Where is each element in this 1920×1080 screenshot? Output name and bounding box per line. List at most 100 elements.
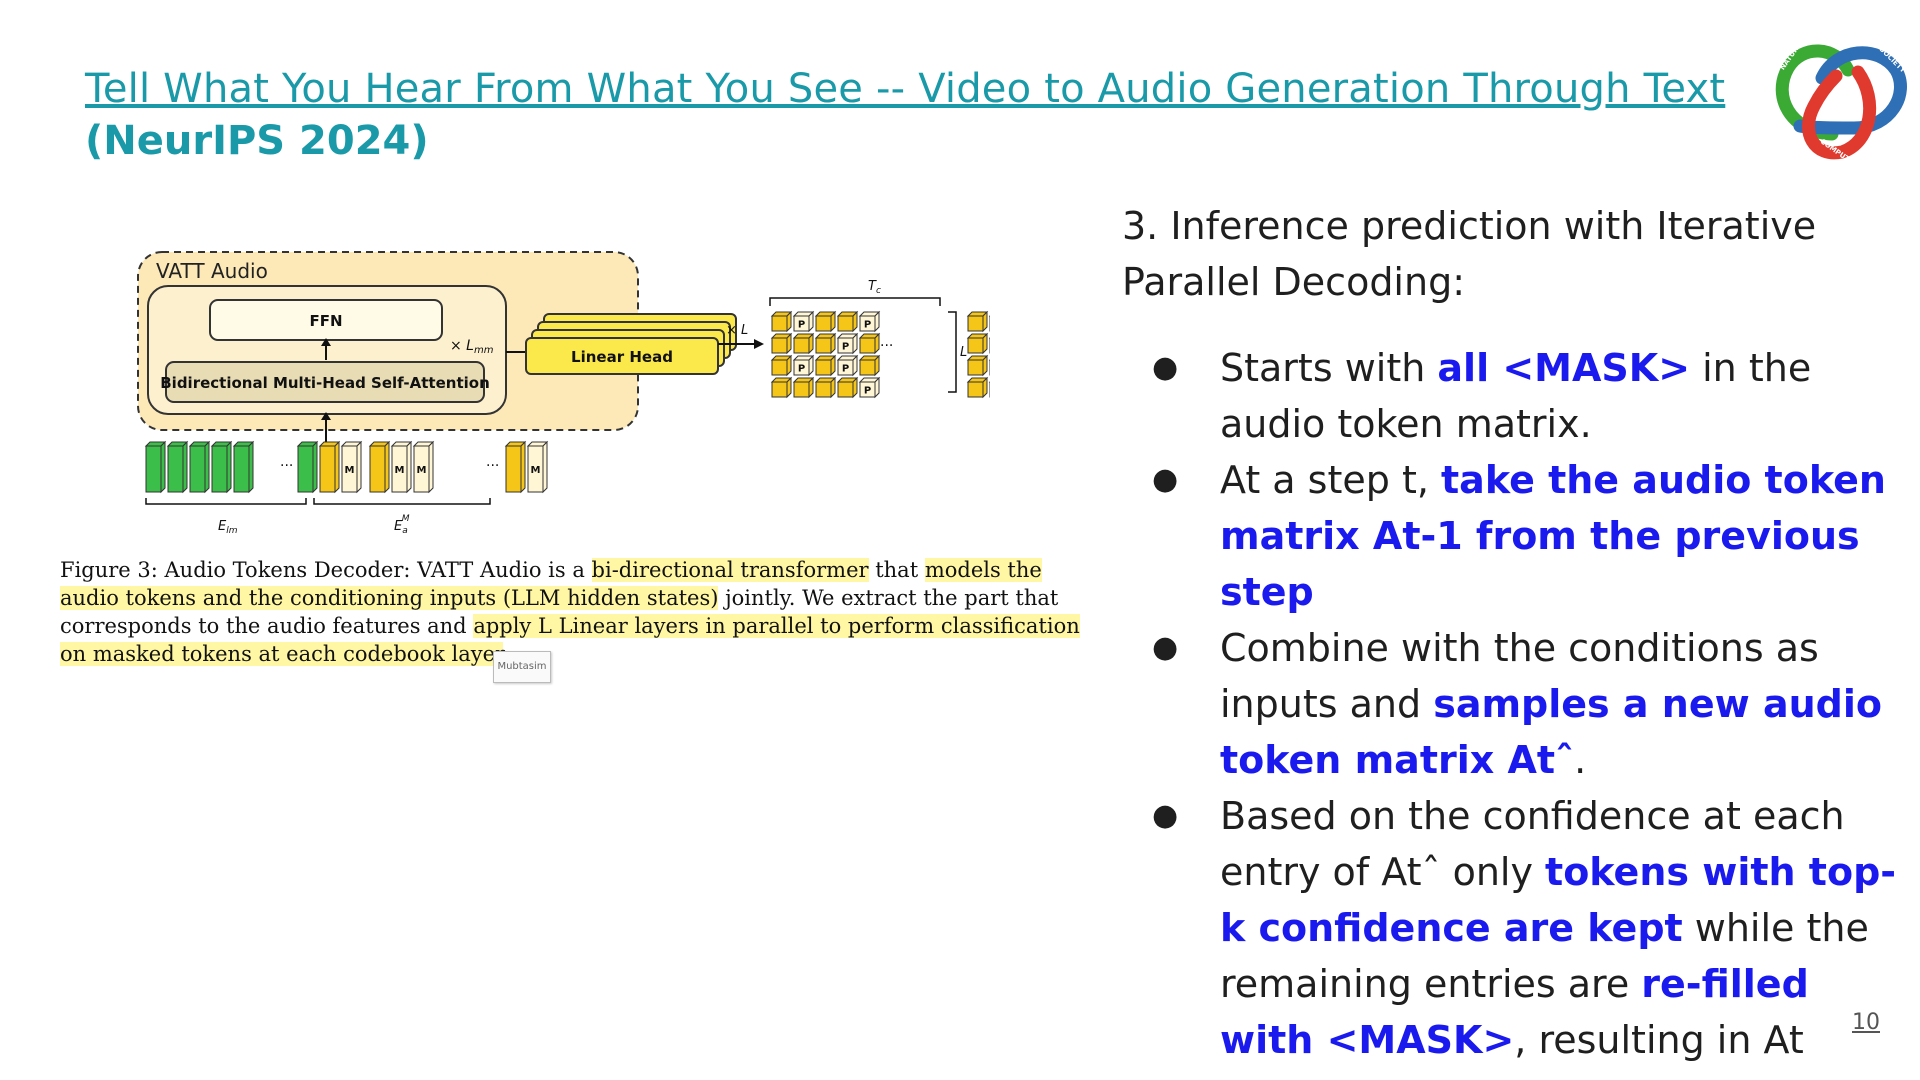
- svg-text:M: M: [531, 465, 541, 476]
- token-cube: [504, 440, 527, 494]
- bullet-icon: ●: [1152, 630, 1179, 665]
- bullet-icon: ●: [1152, 798, 1179, 833]
- token-cube: [770, 310, 793, 333]
- list-item: ● Combine with the conditions as inputs a…: [1122, 620, 1912, 788]
- tc-label: Tc: [868, 279, 881, 296]
- token-cube-m: M: [526, 440, 549, 494]
- token-cube: [770, 332, 793, 355]
- bullet-text: At a step t,: [1220, 458, 1442, 502]
- bullet-text: Combine with the conditions as inputs an…: [1220, 626, 1819, 726]
- vatt-audio-title: VATT Audio: [156, 259, 268, 283]
- output-token-grid: PPPPPPPP: [770, 310, 990, 399]
- token-cube: [792, 332, 815, 355]
- bullet-text: while the remaining entries are: [1220, 906, 1869, 1006]
- token-cube: [166, 440, 189, 494]
- caption-text-2: that: [868, 558, 925, 582]
- bullet-emphasis: samples a new audio token matrix Atˆ: [1220, 682, 1882, 782]
- bullet-text: in the audio token matrix.: [1220, 346, 1812, 446]
- svg-text:P: P: [842, 342, 849, 353]
- svg-text:P: P: [864, 320, 871, 331]
- token-cube: [858, 354, 881, 377]
- linear-head-label: Linear Head: [571, 348, 673, 366]
- svg-text:M: M: [345, 465, 355, 476]
- bullet-text: .: [1574, 738, 1587, 782]
- slide-title-venue: (NeurIPS 2024): [85, 118, 429, 164]
- token-cube-m: M: [390, 440, 413, 494]
- token-cube: [966, 376, 989, 399]
- intro-text: 3. Inference prediction with Iterative P…: [1122, 204, 1817, 304]
- input-ellipsis-2: ···: [486, 458, 499, 474]
- token-cube: [770, 354, 793, 377]
- e-lm-label: Elm: [218, 519, 238, 536]
- token-cube: [966, 310, 989, 333]
- caption-highlight-1: bi-directional transformer: [591, 558, 869, 582]
- token-cube: [966, 354, 989, 377]
- token-cube-m: M: [412, 440, 435, 494]
- token-cube-p: P: [792, 310, 815, 333]
- grid-ellipsis: ···: [880, 338, 893, 354]
- token-cube-p: P: [836, 332, 859, 355]
- bullet-text: Based on the confidence at each entry of…: [1220, 794, 1845, 894]
- token-cube: [966, 332, 989, 355]
- l-label: L: [960, 345, 967, 360]
- token-cube: [836, 376, 859, 399]
- bullet-emphasis: tokens with top-k confidence are kept: [1220, 850, 1897, 950]
- logo-blue-arc: [1793, 46, 1907, 135]
- bullet-emphasis: all <MASK>: [1437, 346, 1691, 390]
- bullet-text: , resulting in At: [1514, 1018, 1804, 1062]
- bullet-text: Starts with: [1220, 346, 1438, 390]
- head-repeat-label: × L: [726, 323, 748, 338]
- bullet-list: ● Starts with all <MASK> in the audio tok…: [1122, 340, 1912, 1068]
- token-cube: [318, 440, 341, 494]
- svg-text:P: P: [798, 320, 805, 331]
- caption-text-1: Figure 3: Audio Tokens Decoder: VATT Aud…: [60, 558, 592, 582]
- token-cube: [814, 354, 837, 377]
- token-cube: [814, 332, 837, 355]
- bullet-icon: ●: [1152, 462, 1179, 497]
- token-cube: [858, 332, 881, 355]
- page-number: 10: [1852, 1010, 1880, 1035]
- token-cube-p: P: [858, 376, 881, 399]
- repeat-label: × Lmm: [450, 338, 494, 356]
- list-item: ● Based on the confidence at each entry o…: [1122, 788, 1912, 1068]
- bullet-icon: ●: [1152, 350, 1179, 385]
- token-cube: [188, 440, 211, 494]
- token-cube: [814, 376, 837, 399]
- svg-text:P: P: [842, 364, 849, 375]
- svg-text:M: M: [417, 465, 427, 476]
- ffn-label: FFN: [309, 312, 342, 330]
- logo-red-arc: [1802, 65, 1877, 160]
- content-panel: 3. Inference prediction with Iterative P…: [1122, 198, 1912, 1068]
- token-cube-m: M: [340, 440, 363, 494]
- svg-text:P: P: [864, 386, 871, 397]
- figure-caption: Figure 3: Audio Tokens Decoder: VATT Aud…: [60, 556, 1090, 683]
- token-cube: [836, 310, 859, 333]
- token-cube: [144, 440, 167, 494]
- bullet-emphasis: re-filled with <MASK>: [1220, 962, 1809, 1062]
- token-cube-p: P: [792, 354, 815, 377]
- list-item: ● At a step t, take the audio token matri…: [1122, 452, 1912, 620]
- e-a-label: EaM: [394, 514, 410, 536]
- slide-title-link[interactable]: Tell What You Hear From What You See -- …: [85, 66, 1726, 112]
- token-cube: [232, 440, 255, 494]
- token-cube-p: P: [836, 354, 859, 377]
- trefoil-knot-logo-icon: NATURE SOCIETY COMPUTATION: [1775, 41, 1908, 160]
- token-cube: [210, 440, 233, 494]
- token-cube: [770, 376, 793, 399]
- bullet-emphasis: take the audio token matrix At-1 from th…: [1220, 458, 1886, 614]
- attention-box: [165, 361, 485, 403]
- input-ellipsis-1: ···: [280, 458, 293, 474]
- token-cube: [792, 376, 815, 399]
- svg-text:M: M: [395, 465, 405, 476]
- list-item: ● Starts with all <MASK> in the audio tok…: [1122, 340, 1912, 452]
- token-cube-p: P: [858, 310, 881, 333]
- caption-text-3: jointly. We extract the part that corres…: [60, 586, 1059, 638]
- comment-tag[interactable]: Mubtasim: [493, 651, 551, 683]
- token-cube: [296, 440, 319, 494]
- vatt-audio-diagram: VATT Audio FFN Bidirectional Multi-Head …: [137, 251, 990, 536]
- token-cube: [368, 440, 391, 494]
- svg-text:P: P: [798, 364, 805, 375]
- linear-head-box: [525, 337, 719, 375]
- attention-label: Bidirectional Multi-Head Self-Attention: [160, 374, 490, 392]
